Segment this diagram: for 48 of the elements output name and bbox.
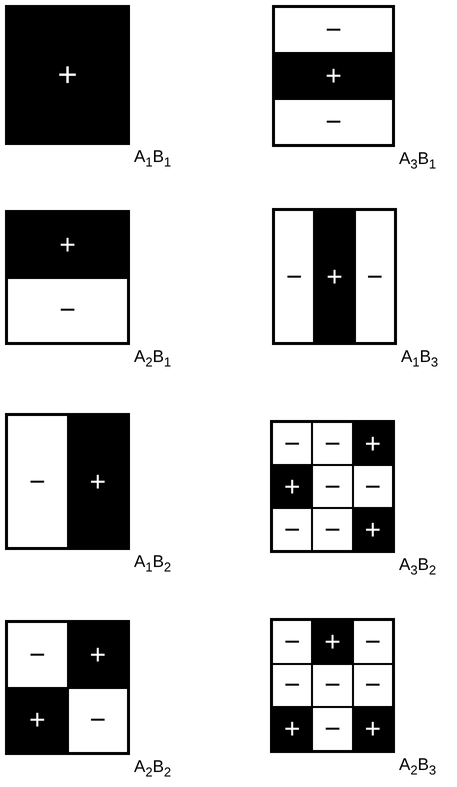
grid-cell: − (312, 465, 353, 508)
grid-cell: − (354, 210, 395, 343)
grid-cell: − (312, 707, 353, 751)
panel-label: A$_{2}$B$_{3}$ (399, 755, 436, 778)
grid-cell: − (272, 422, 312, 465)
panel-label: A$_{1}$B$_{2}$ (134, 552, 172, 574)
pattern-panel (272, 208, 397, 345)
grid-cell: − (274, 99, 393, 145)
grid-cell: − (274, 7, 393, 53)
grid-cell: + (352, 422, 393, 465)
pattern-panel (5, 413, 130, 550)
panel-label: A$_{2}$B$_{1}$ (134, 347, 172, 370)
grid-cell: + (272, 465, 312, 508)
grid-cell: − (7, 622, 68, 688)
pattern-panel (270, 420, 395, 553)
grid-cell: + (352, 707, 393, 751)
grid-cell: − (352, 664, 393, 708)
grid-cell: − (68, 688, 128, 753)
grid-cell: + (7, 212, 128, 278)
grid-cell: − (272, 620, 312, 664)
grid-cell: − (7, 415, 68, 548)
pattern-panel (5, 210, 130, 345)
grid-cell: − (272, 508, 312, 551)
panel-label: A$_{1}$B$_{3}$ (401, 347, 438, 370)
grid-cell: − (7, 278, 128, 343)
grid-cell: − (352, 620, 393, 664)
pattern-panel: + (5, 5, 130, 145)
grid-cell: + (352, 508, 393, 551)
panel-label: A$_{2}$B$_{2}$ (134, 757, 172, 780)
panel-label: A$_{1}$B$_{1}$ (134, 147, 172, 170)
grid-cell: + (7, 688, 68, 753)
grid-cell: + (68, 415, 128, 548)
grid-cell: + (312, 620, 353, 664)
grid-cell: + (68, 622, 128, 688)
pattern-panel (5, 620, 130, 755)
panel-label: A$_{3}$B$_{2}$ (399, 555, 436, 578)
grid-cell: − (274, 210, 314, 343)
pattern-panel (272, 5, 395, 147)
grid-cell: − (312, 508, 353, 551)
grid-cell: − (352, 465, 393, 508)
grid-cell: + (274, 53, 393, 99)
panel-label: A$_{3}$B$_{1}$ (399, 149, 436, 172)
grid-cell: + (314, 210, 355, 343)
grid-cell: − (312, 664, 353, 708)
pattern-panel (270, 618, 395, 753)
grid-cell: − (312, 422, 353, 465)
grid-cell: − (272, 664, 312, 708)
grid-cell: + (272, 707, 312, 751)
